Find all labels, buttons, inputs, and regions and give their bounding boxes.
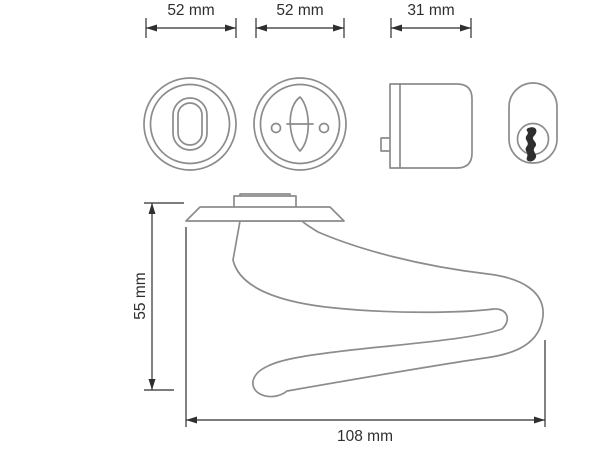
dimension-handle-height: 55 mm (132, 202, 184, 391)
dimension-lock-case-width: 31 mm (390, 2, 472, 38)
screw-right (318, 122, 330, 134)
dim-label-rose2: 52 mm (276, 2, 323, 19)
arrowhead-left (256, 24, 267, 32)
dimension-rose1-width: 52 mm (145, 2, 237, 38)
dim-label-handle-height: 55 mm (132, 272, 149, 319)
arrowhead-left (391, 24, 402, 32)
escutcheon-thumbturn (253, 77, 347, 171)
case-body (389, 83, 473, 169)
keyway (525, 127, 537, 162)
dimension-handle-length: 108 mm (185, 227, 546, 445)
dimension-rose2-width: 52 mm (255, 2, 345, 38)
arrowhead-bottom (148, 379, 156, 390)
arrowhead-left (186, 416, 197, 424)
arrowhead-right (534, 416, 545, 424)
dim-label-rose1: 52 mm (167, 2, 214, 19)
escutcheon-oval-hole (143, 77, 237, 171)
lock-case (380, 83, 473, 169)
lever-handle (185, 193, 544, 398)
lever-body (232, 220, 544, 398)
dim-label-handle-length: 108 mm (337, 428, 393, 445)
arrowhead-right (460, 24, 471, 32)
arrowhead-top (148, 203, 156, 214)
oval-hole-inner (177, 102, 203, 146)
arrowhead-right (225, 24, 236, 32)
dim-label-lock-case: 31 mm (407, 2, 454, 19)
screw-left (270, 122, 282, 134)
arrowhead-left (146, 24, 157, 32)
cylinder-profile (508, 82, 558, 164)
arrowhead-right (333, 24, 344, 32)
rose-plate (185, 206, 345, 222)
